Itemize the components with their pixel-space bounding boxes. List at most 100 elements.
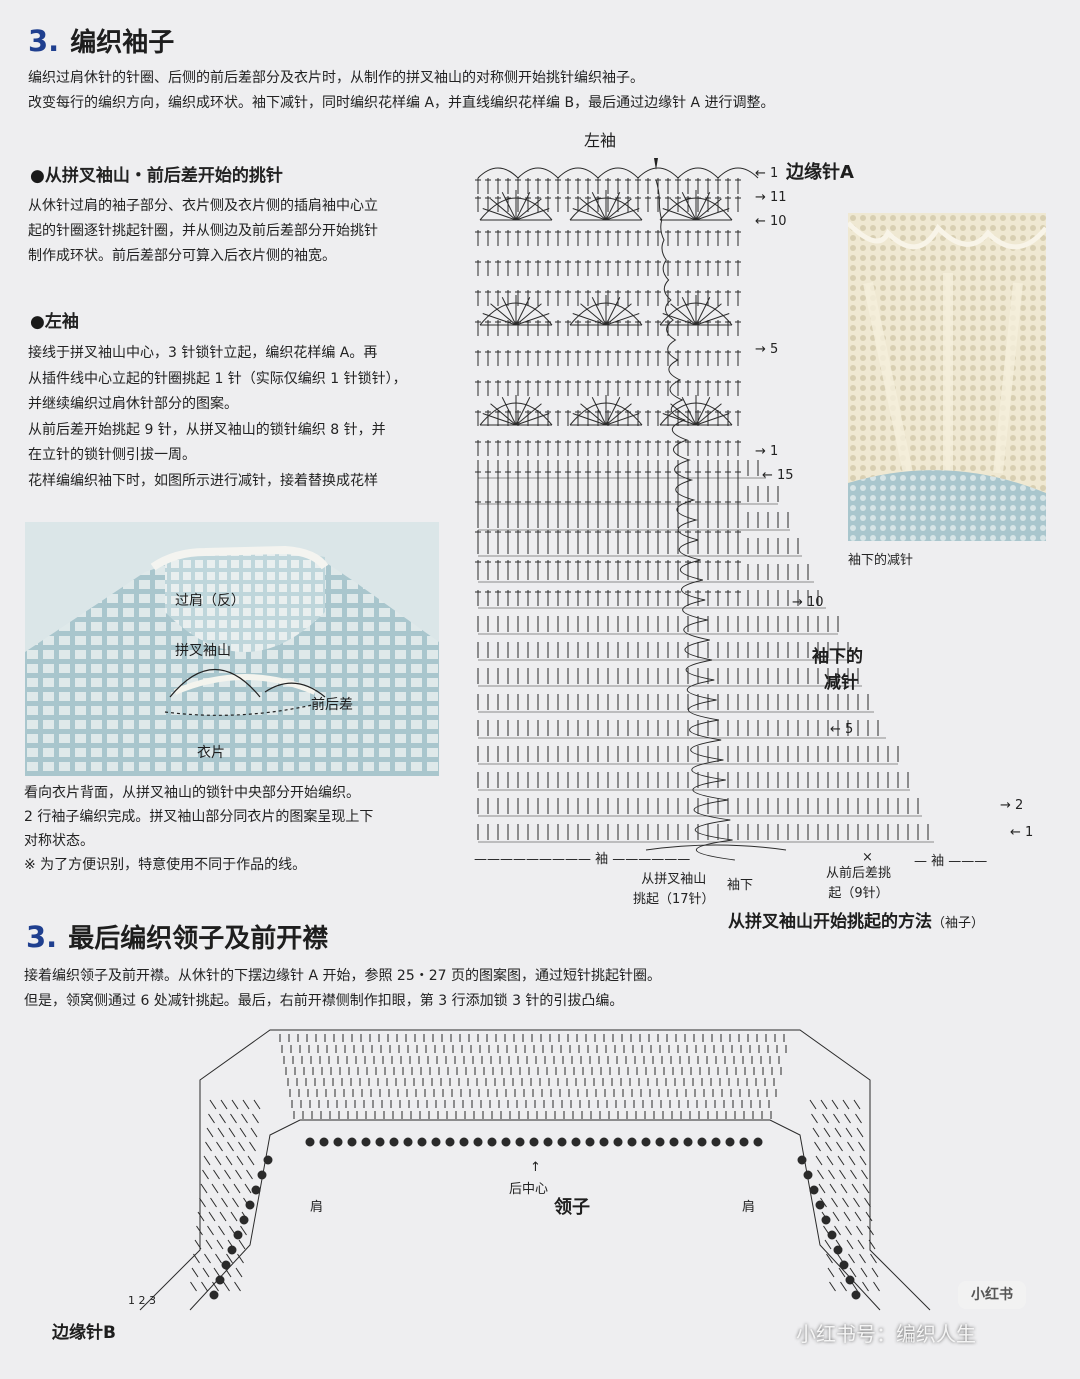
picot-mark [599, 1137, 609, 1147]
stitch-mark [833, 1113, 840, 1124]
stitch-mark [848, 1253, 855, 1264]
stitch-mark [856, 1225, 863, 1236]
arrow-up-icon: ↑ [530, 1160, 541, 1175]
stitch-mark [840, 1281, 847, 1292]
text-line: 在立针的锁针侧引拔一周。 [28, 447, 196, 463]
stitch-mark [814, 1141, 821, 1152]
stitch-mark [208, 1113, 215, 1124]
start-marker [654, 158, 658, 170]
stitch-mark [501, 297, 517, 326]
sleeve-chart [475, 158, 934, 861]
stitch-mark [659, 197, 733, 221]
section-title: 最后编织领子及前开襟 [68, 924, 329, 954]
picot-mark [725, 1137, 735, 1147]
pickup-diff-line: 从前后差挑 [826, 866, 892, 881]
picot-mark [263, 1155, 273, 1165]
stitch-mark [605, 303, 632, 326]
stitch-mark [815, 1155, 823, 1166]
stitch-mark [831, 1099, 839, 1110]
section-2-intro: 接着编织领子及前开襟。从休针的下摆边缘针 A 开始，参照 25・27 页的图案图… [24, 964, 1064, 1014]
stitch-mark [216, 1239, 224, 1250]
row-mark: ← 5 [830, 722, 854, 737]
stitch-mark [249, 1141, 256, 1152]
stitch-mark [868, 1239, 876, 1250]
picot-mark [839, 1260, 849, 1270]
left-sleeve-heading-text: 左袖 [44, 312, 79, 332]
stitch-mark [205, 1141, 212, 1152]
pickup-gusset-line: 挑起（17针） [633, 892, 715, 907]
stitch-mark [825, 1141, 832, 1152]
stitch-mark [695, 192, 711, 221]
stitch-mark [515, 192, 531, 221]
stitch-mark [659, 302, 733, 326]
stitch-mark [557, 167, 599, 179]
stitch-mark [246, 1169, 253, 1180]
picot-mark [821, 1215, 831, 1225]
stitch-mark [515, 297, 531, 326]
stitch-mark [230, 1113, 237, 1124]
stitch-mark [826, 1253, 833, 1264]
picot-mark [543, 1137, 553, 1147]
stitch-mark [859, 1155, 867, 1166]
picot-mark [417, 1137, 427, 1147]
stitch-mark [838, 1267, 846, 1278]
stitch-mark [859, 1253, 866, 1264]
stitch-mark [591, 192, 607, 221]
picot-mark [209, 1290, 219, 1300]
stitch-mark [836, 1141, 843, 1152]
stitch-mark [864, 1197, 871, 1208]
stitch-mark [247, 1155, 255, 1166]
stitch-mark [695, 303, 722, 326]
bullet-icon: ● [30, 166, 45, 186]
stitch-mark [515, 397, 531, 426]
stitch-mark [219, 1113, 226, 1124]
stitch-mark [860, 1267, 868, 1278]
stitch-mark [823, 1127, 831, 1138]
picot-mark [389, 1137, 399, 1147]
stitch-mark [202, 1169, 209, 1180]
stitch-mark [205, 1239, 213, 1250]
stitch-mark [203, 1155, 211, 1166]
stitch-mark [820, 1099, 828, 1110]
stitch-mark [605, 403, 632, 426]
stitch-mark [580, 403, 607, 426]
picot-mark [227, 1245, 237, 1255]
picot-mark [257, 1170, 267, 1180]
underarm-label: 袖下 [727, 878, 754, 893]
stitch-mark [213, 1169, 220, 1180]
text-line: 花样编编织袖下时，如图所示进行减针，接着替换成花样 [28, 472, 378, 489]
bottom-left-line: ————————— 袖 —————— [474, 852, 691, 867]
stitch-mark [501, 397, 517, 426]
picot-mark [233, 1230, 243, 1240]
picot-mark [753, 1137, 763, 1147]
stitch-mark [862, 1281, 869, 1292]
stitch-mark [219, 1211, 227, 1222]
back-center-label: 后中心 [509, 1182, 549, 1197]
picot-mark [797, 1155, 807, 1165]
row-mark: → 1 [755, 444, 779, 459]
crochet-photo-graphic [25, 522, 439, 776]
stitch-mark [224, 1169, 231, 1180]
stitch-mark [832, 1211, 840, 1222]
stitch-mark [873, 1281, 880, 1292]
picot-mark [697, 1137, 707, 1147]
picot-mark [809, 1185, 819, 1195]
stitch-mark [233, 1183, 241, 1194]
text-line: 从休针过肩的袖子部分、衣片侧及衣片侧的插肩袖中心立 [28, 198, 378, 214]
picot-mark [641, 1137, 651, 1147]
stitch-mark [853, 1197, 860, 1208]
row-numbers: 1 2 3 [128, 1294, 156, 1307]
row-mark: ← 15 [762, 468, 794, 483]
cross-mark: × [862, 850, 873, 865]
crochet-photo-blue: 过肩（反） 拼叉袖山 前后差 衣片 [25, 522, 439, 776]
crochet-photo-cream [848, 213, 1046, 541]
photo-label-diff: 前后差 [311, 697, 353, 713]
stitch-mark [569, 402, 643, 426]
stitch-mark [865, 1211, 873, 1222]
stitch-mark [479, 302, 553, 326]
stitch-mark [844, 1113, 851, 1124]
stitch-mark [842, 1197, 849, 1208]
stitch-mark [681, 297, 697, 326]
picot-mark [571, 1137, 581, 1147]
picot-mark [221, 1260, 231, 1270]
